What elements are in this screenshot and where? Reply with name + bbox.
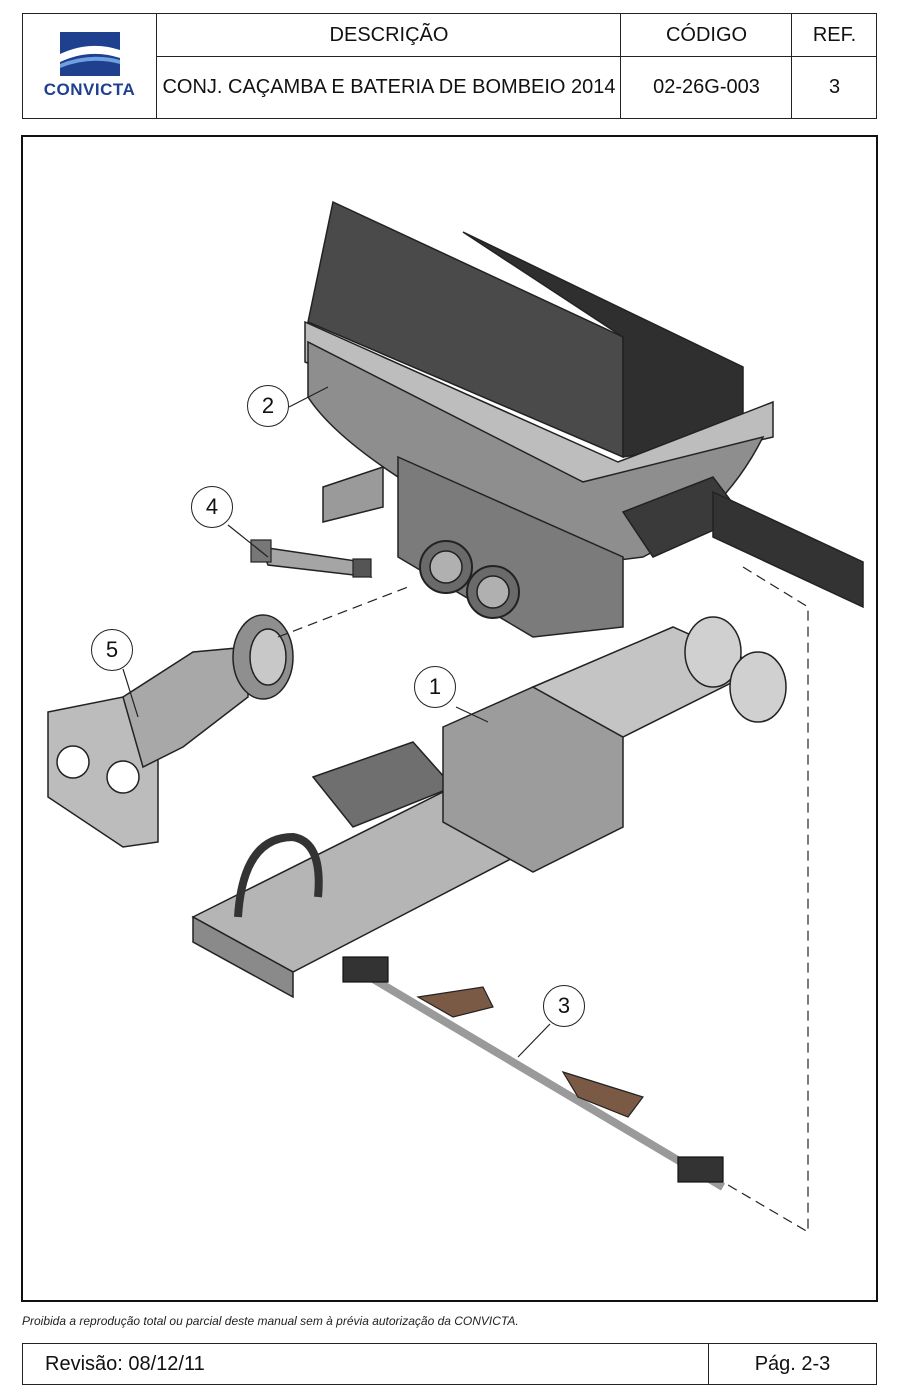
header-descricao-label: DESCRIÇÃO <box>329 23 449 46</box>
page-number: Pág. 2-3 <box>708 1344 876 1384</box>
callout-2: 2 <box>247 385 289 427</box>
callout-3: 3 <box>543 985 585 1027</box>
drawing-frame: 2 4 5 1 3 <box>21 135 878 1302</box>
divider <box>791 14 792 118</box>
callout-5: 5 <box>91 629 133 671</box>
divider <box>156 56 876 57</box>
ref-value: 3 <box>828 75 841 98</box>
logo-text: CONVICTA <box>43 79 136 99</box>
divider <box>620 14 621 118</box>
footer-block: Revisão: 08/12/11 Pág. 2-3 <box>22 1343 877 1385</box>
codigo-value: 02-26G-003 <box>653 75 760 98</box>
leader-line <box>227 524 269 558</box>
cylinder-part <box>250 539 373 578</box>
callout-4: 4 <box>191 486 233 528</box>
revision-date: Revisão: 08/12/11 <box>45 1352 205 1375</box>
convicta-logo-icon <box>59 31 120 76</box>
pump-battery-part <box>191 616 787 999</box>
callout-1: 1 <box>414 666 456 708</box>
dashed-line <box>277 586 409 638</box>
company-logo: CONVICTA <box>23 14 156 117</box>
outlet-pipe-part <box>47 614 294 848</box>
header-ref-label: REF. <box>812 23 857 46</box>
exploded-assembly-drawing <box>47 200 864 1234</box>
dashed-line <box>722 566 809 1234</box>
divider <box>156 14 157 118</box>
leader-line <box>517 1023 551 1058</box>
descricao-value: CONJ. CAÇAMBA E BATERIA DE BOMBEIO 2014 <box>162 75 616 98</box>
hopper-part <box>304 200 864 638</box>
agitator-shaft-part <box>342 956 726 1191</box>
header-codigo-label: CÓDIGO <box>665 23 748 46</box>
copyright-notice: Proibida a reprodução total ou parcial d… <box>22 1314 519 1328</box>
title-block: CONVICTA DESCRIÇÃO CÓDIGO REF. CONJ. CAÇ… <box>22 13 877 119</box>
leader-line <box>288 386 329 408</box>
leader-line <box>122 668 139 718</box>
leader-line <box>455 706 489 723</box>
